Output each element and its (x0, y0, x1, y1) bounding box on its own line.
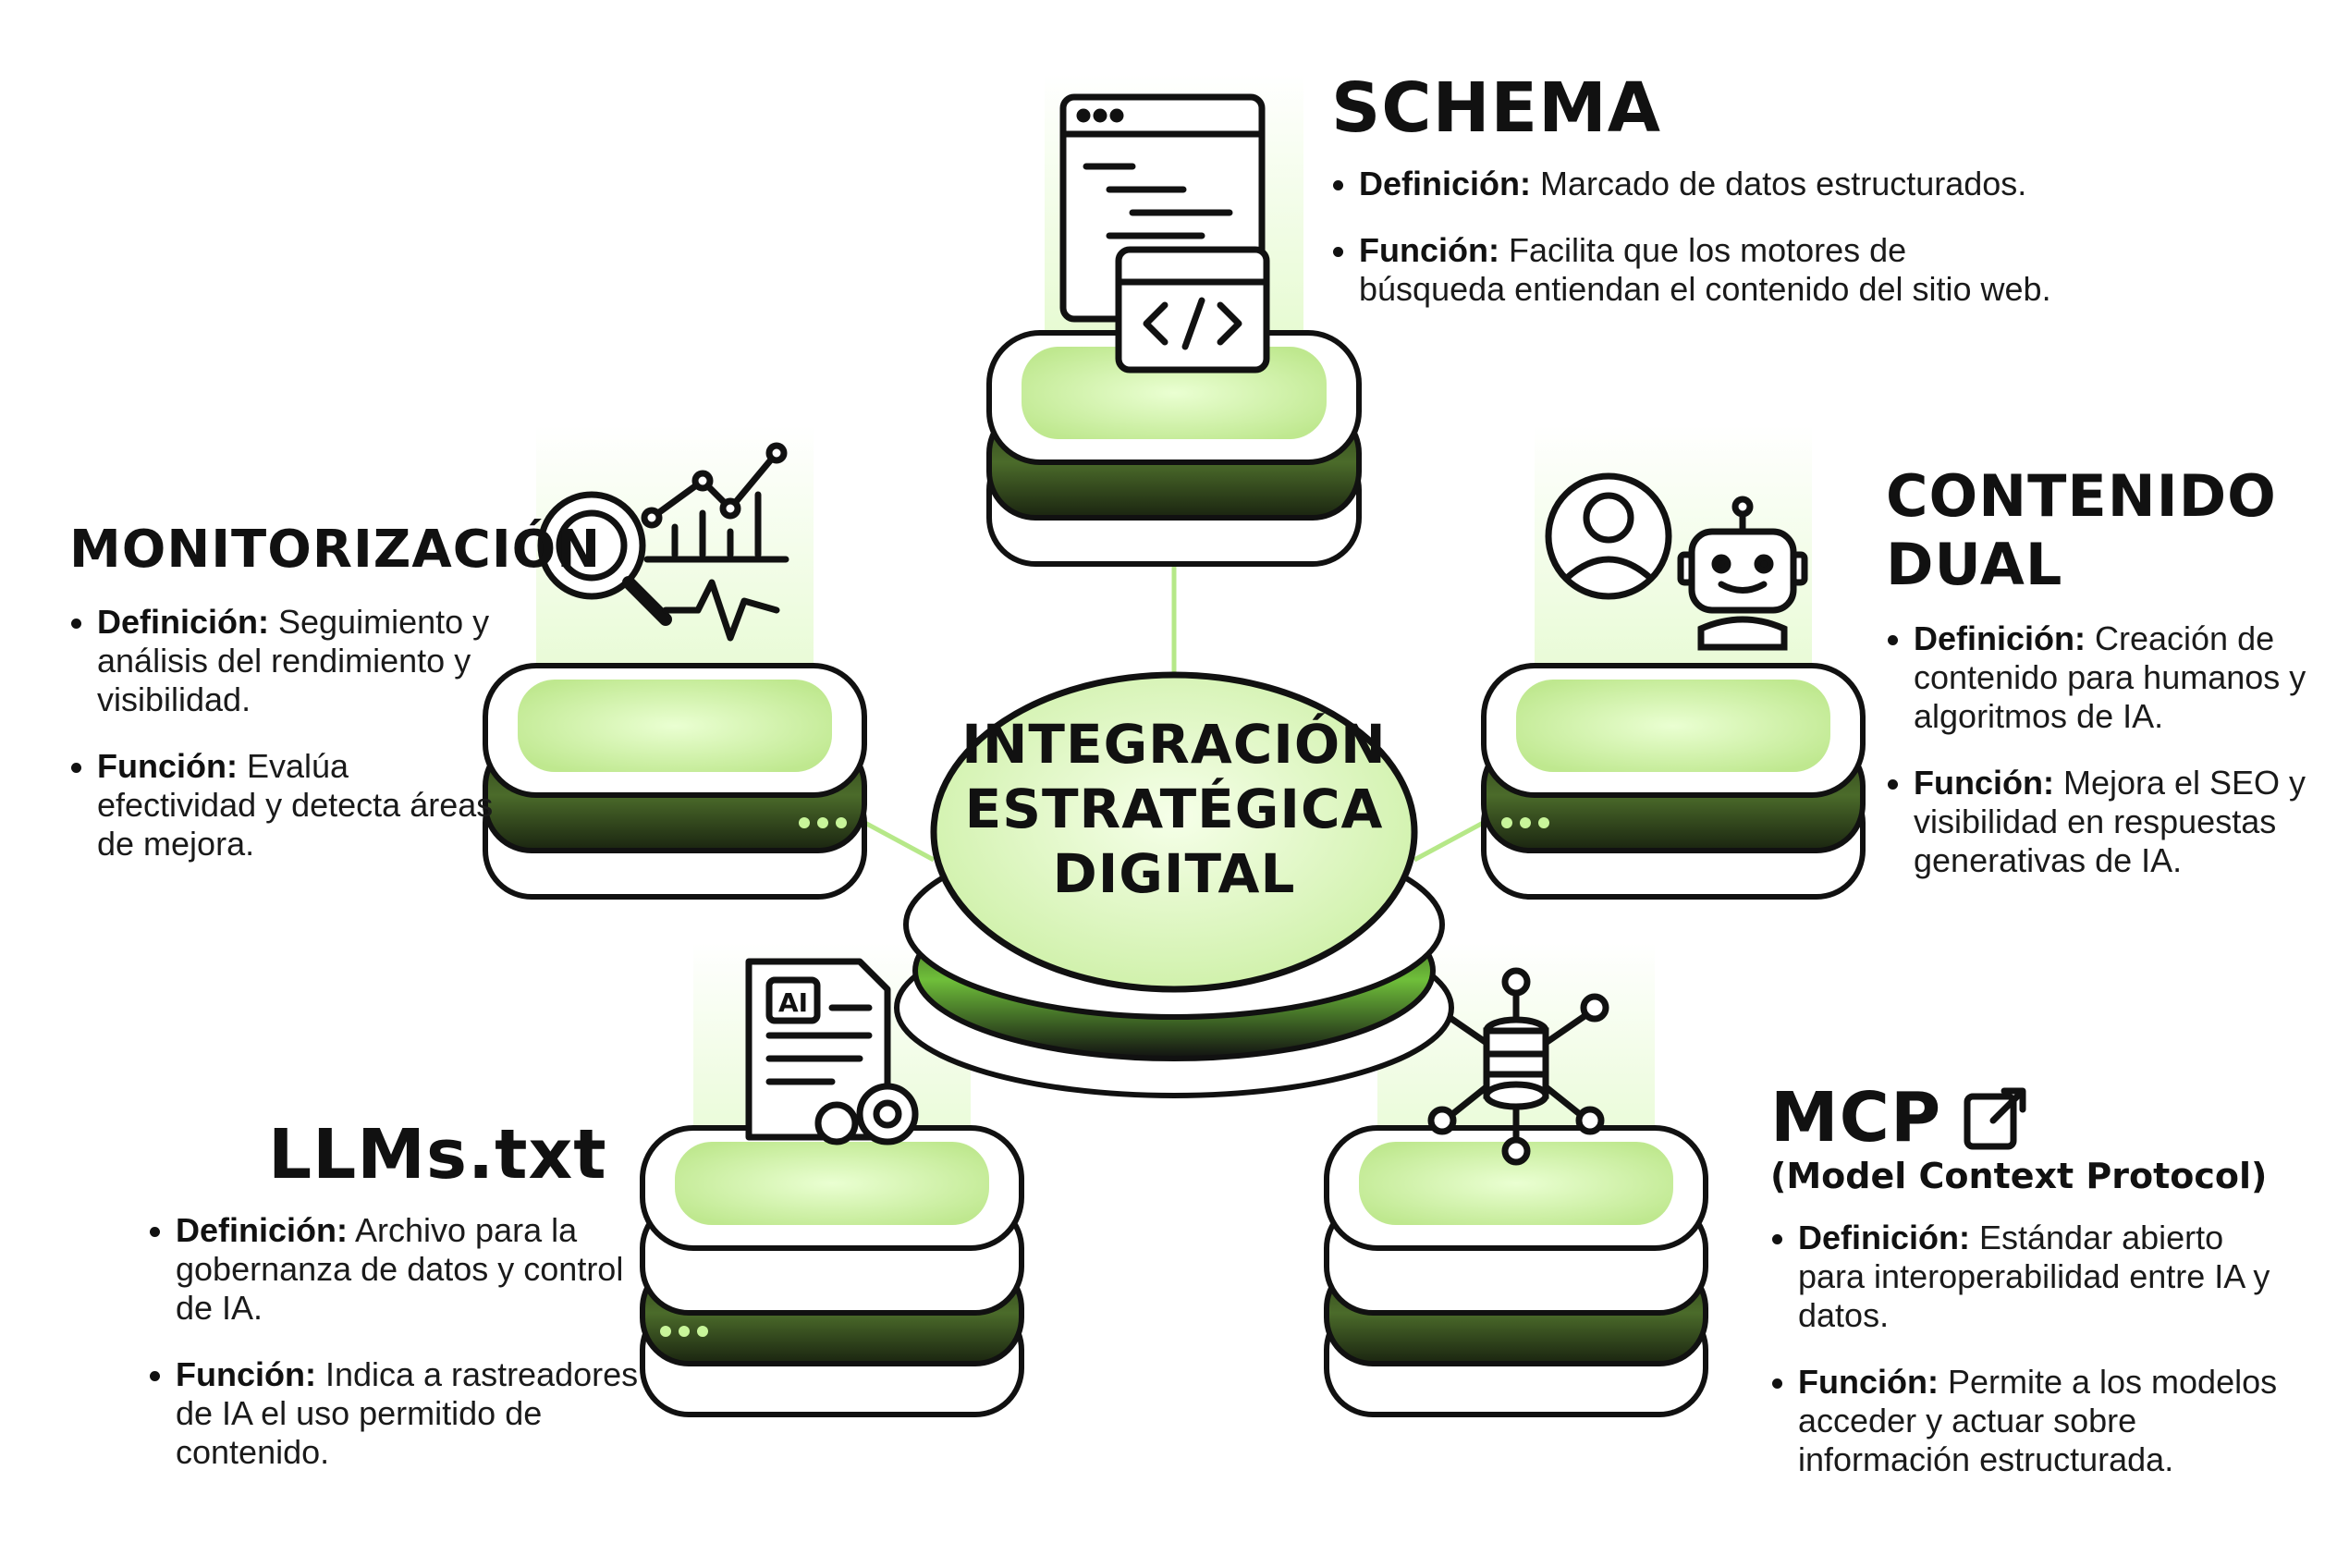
contenido-definition-text: Creación de contenido para humanos y alg… (1914, 619, 2306, 735)
mcp-definition-text: Estándar abierto para interoperabilidad … (1798, 1219, 2270, 1334)
schema-block: SCHEMA Definición: Marcado de datos estr… (1331, 72, 2126, 337)
schema-function-label: Función: (1359, 231, 1499, 269)
mcp-block: MCP (Model Context Protocol) Definición:… (1770, 1082, 2288, 1507)
contenido-block: CONTENIDO DUAL Definición: Creación de c… (1886, 462, 2311, 908)
monitorizacion-bullets: Definición: Seguimiento y análisis del r… (69, 603, 504, 864)
schema-definition: Definición: Marcado de datos estructurad… (1331, 165, 2126, 203)
mcp-definition-label: Definición: (1798, 1219, 1970, 1256)
mcp-bullets: Definición: Estándar abierto para intero… (1770, 1219, 2288, 1479)
monitorizacion-platform (483, 425, 867, 900)
monitorizacion-function-label: Función: (97, 747, 238, 785)
mcp-subtitle: (Model Context Protocol) (1770, 1156, 2268, 1196)
contenido-bullets: Definición: Creación de contenido para h… (1886, 619, 2311, 880)
robot-icon (1677, 496, 1808, 651)
center-title-line3: DIGITAL (1052, 842, 1296, 905)
monitorizacion-function-text: Evalúa efectividad y detecta áreas de me… (97, 747, 494, 863)
llms-definition-text: Archivo para la gobernanza de datos y co… (176, 1211, 624, 1327)
mcp-function-label: Función: (1798, 1363, 1939, 1401)
monitorizacion-definition-label: Definición: (97, 603, 269, 641)
monitorizacion-block: MONITORIZACIÓN Definición: Seguimiento y… (69, 518, 602, 891)
contenido-title-line1: CONTENIDO (1886, 462, 2277, 530)
center-title-line2: ESTRATÉGICA (964, 778, 1384, 840)
contenido-definition: Definición: Creación de contenido para h… (1886, 619, 2311, 736)
contenido-title: CONTENIDO DUAL (1886, 462, 2311, 599)
schema-function: Función: Facilita que los motores de bús… (1331, 231, 2062, 309)
center-title: INTEGRACIÓN ESTRATÉGICA DIGITAL (934, 712, 1414, 906)
magnifier-chart-icon (537, 442, 789, 642)
llms-bullets: Definición: Archivo para la gobernanza d… (148, 1211, 666, 1472)
monitorizacion-definition: Definición: Seguimiento y análisis del r… (69, 603, 504, 719)
llms-function-label: Función: (176, 1355, 316, 1393)
llms-definition: Definición: Archivo para la gobernanza d… (148, 1211, 666, 1328)
external-link-icon (1964, 1087, 2026, 1150)
llms-function-text: Indica a rastreadores de IA el uso permi… (176, 1355, 639, 1471)
schema-title: SCHEMA (1331, 68, 1661, 148)
mcp-title: MCP (1770, 1078, 1942, 1158)
schema-function-text: Facilita que los motores de búsqueda ent… (1359, 231, 2051, 308)
contenido-definition-label: Definición: (1914, 619, 2086, 657)
center-hub (894, 671, 1454, 1098)
mcp-definition: Definición: Estándar abierto para intero… (1770, 1219, 2288, 1335)
llms-function: Función: Indica a rastreadores de IA el … (148, 1355, 666, 1472)
contenido-function-label: Función: (1914, 764, 2054, 802)
ai-badge-text: AI (778, 987, 808, 1018)
llms-title: LLMs.txt (268, 1115, 607, 1194)
ai-document-icon (745, 958, 919, 1145)
llms-block: LLMs.txt Definición: Archivo para la gob… (148, 1119, 666, 1500)
contenido-function: Función: Mejora el SEO y visibilidad en … (1886, 764, 2311, 880)
monitorizacion-definition-text: Seguimiento y análisis del rendimiento y… (97, 603, 490, 718)
mcp-function: Función: Permite a los modelos acceder y… (1770, 1363, 2288, 1479)
center-title-line1: INTEGRACIÓN (961, 713, 1387, 776)
person-icon (1545, 472, 1672, 600)
schema-definition-label: Definición: (1359, 165, 1531, 202)
schema-bullets: Definición: Marcado de datos estructurad… (1331, 165, 2126, 309)
contenido-title-line2: DUAL (1886, 531, 2063, 598)
contenido-function-text: Mejora el SEO y visibilidad en respuesta… (1914, 764, 2306, 879)
llms-definition-label: Definición: (176, 1211, 348, 1249)
mcp-function-text: Permite a los modelos acceder y actuar s… (1798, 1363, 2278, 1478)
schema-definition-text: Marcado de datos estructurados. (1531, 165, 2027, 202)
mcp-title-row: MCP (1770, 1082, 2288, 1154)
code-window-icon (1059, 93, 1270, 374)
monitorizacion-function: Función: Evalúa efectividad y detecta ár… (69, 747, 504, 864)
contenido-platform (1481, 425, 1866, 900)
monitorizacion-title: MONITORIZACIÓN (69, 520, 602, 580)
